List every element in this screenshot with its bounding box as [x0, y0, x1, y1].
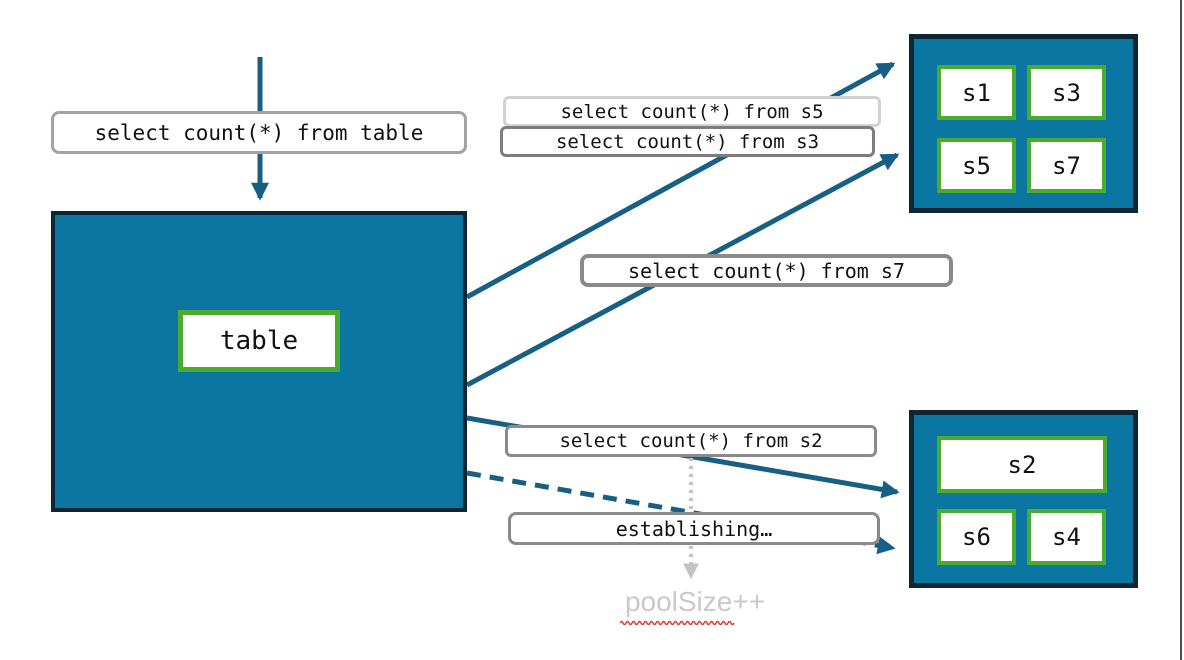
query-label-s5: select count(*) from s5: [503, 96, 881, 127]
shard-s4: s4: [1027, 509, 1106, 565]
query-label-s3: select count(*) from s3: [500, 126, 875, 157]
table-label: table: [219, 326, 299, 356]
table-chip: table: [178, 310, 340, 372]
shard-group-bottom: s2 s6 s4: [909, 410, 1138, 588]
query-label-establishing: establishing…: [508, 512, 880, 545]
shard-s3-label: s3: [1052, 78, 1081, 107]
shard-s4-label: s4: [1052, 523, 1081, 551]
poolsize-note-text: poolSize++: [624, 586, 766, 617]
shard-group-top: s1 s3 s5 s7: [909, 34, 1138, 213]
spellcheck-squiggle: [620, 620, 735, 625]
shard-s5: s5: [937, 138, 1016, 193]
query-label-s2: select count(*) from s2: [505, 425, 877, 457]
query-label-s7-text: select count(*) from s7: [628, 258, 905, 283]
shard-s2: s2: [937, 436, 1107, 493]
query-label-s3-text: select count(*) from s3: [555, 130, 820, 153]
shard-s6-label: s6: [962, 523, 991, 551]
shard-s7: s7: [1027, 138, 1106, 193]
query-label-s2-text: select count(*) from s2: [559, 430, 823, 452]
shard-s1: s1: [937, 65, 1016, 120]
shard-s2-label: s2: [1007, 450, 1037, 479]
query-label-s7: select count(*) from s7: [580, 254, 953, 287]
shard-s3: s3: [1027, 65, 1106, 120]
query-label-s5-text: select count(*) from s5: [560, 100, 824, 123]
query-label-table: select count(*) from table: [51, 111, 467, 154]
shard-s6: s6: [937, 509, 1016, 565]
poolsize-note: poolSize++: [600, 586, 790, 618]
arrow-establishing-dashed: [466, 470, 896, 555]
shard-s1-label: s1: [962, 78, 991, 107]
query-label-establishing-text: establishing…: [615, 516, 773, 541]
shard-s5-label: s5: [962, 151, 991, 180]
query-label-table-text: select count(*) from table: [94, 120, 424, 145]
table-container-box: table: [51, 211, 467, 512]
shard-s7-label: s7: [1052, 151, 1081, 180]
page-edge-line: [1180, 0, 1182, 660]
